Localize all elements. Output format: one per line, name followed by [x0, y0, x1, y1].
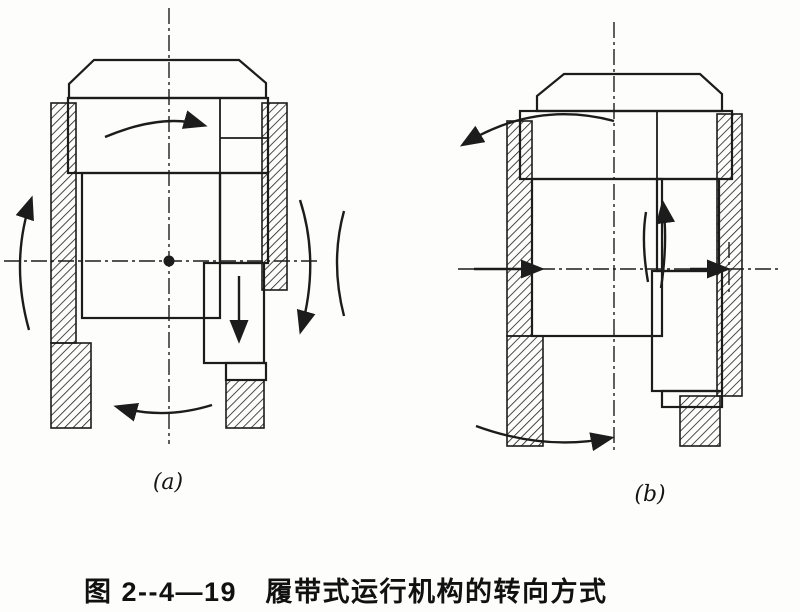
cab-outline-a [67, 58, 268, 100]
machine-body-b [518, 72, 734, 409]
forward-track-arc-b [642, 211, 650, 283]
right-track-lower-b [679, 395, 721, 447]
right-rotation-arc-a [296, 199, 316, 335]
upper-body-b [518, 109, 734, 181]
diagram-b-pivot-turn [458, 22, 782, 452]
step-block-a [224, 361, 268, 382]
top-rotation-arrow-b [459, 113, 615, 147]
left-track-b [506, 120, 544, 447]
forward-track-arrow-b [655, 199, 676, 289]
diagram-a-spin-turn [4, 8, 346, 444]
panel-a-label: (a) [152, 470, 184, 495]
left-rotation-arc-a [15, 195, 34, 331]
left-track-lower-b [506, 335, 544, 447]
gearbox-block-a [80, 171, 222, 320]
right-mid-block-a [218, 171, 270, 265]
center-pivot-dot-a [163, 255, 175, 267]
top-rotation-arrow-a [104, 110, 208, 139]
figure-caption: 图 2--4—19 履带式运行机构的转向方式 [84, 577, 608, 607]
left-track-lower-a [50, 342, 92, 429]
right-track-a [225, 102, 288, 429]
step-block-b [660, 389, 724, 409]
bottom-rotation-arrow-a [113, 402, 213, 422]
upper-body-a [66, 96, 270, 175]
gearbox-block-b [530, 177, 664, 338]
cab-outline-b [535, 72, 724, 113]
right-track-upper-a [261, 102, 288, 291]
left-track-a [50, 102, 92, 429]
machine-body-a [66, 58, 270, 382]
lower-right-block-a [202, 261, 266, 365]
right-mid-block-b [655, 177, 721, 273]
right-track-lower-a [225, 379, 265, 429]
right-track-upper-b [716, 113, 743, 397]
panel-b-label: (b) [634, 482, 666, 507]
left-track-upper-a [50, 102, 77, 344]
bottom-rotation-arrow-b [475, 424, 615, 452]
right-outer-arc-a [335, 210, 346, 317]
